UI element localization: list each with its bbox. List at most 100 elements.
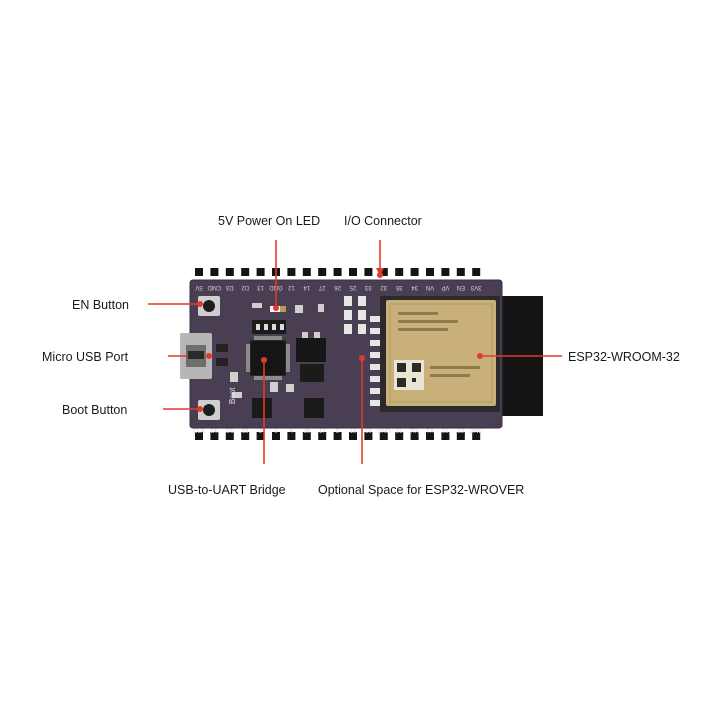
- bottom-header-pin: [441, 432, 450, 440]
- wrover-pad: [358, 324, 366, 334]
- bottom-pin-label: 15: [242, 429, 249, 435]
- usb-uart-bridge-chip: [250, 340, 286, 376]
- top-pin-label: 27: [318, 284, 325, 290]
- bottom-header-pin: [410, 432, 419, 440]
- bottom-header-pin: [472, 432, 481, 440]
- label-module: ESP32-WROOM-32: [568, 350, 680, 364]
- label-micro-usb: Micro USB Port: [42, 350, 129, 364]
- top-pin-label: D3: [225, 284, 233, 290]
- bottom-pin-label: 22: [442, 429, 449, 435]
- bottom-pin-label: 21: [396, 429, 403, 435]
- bottom-header-pin: [256, 432, 265, 440]
- boot-silk-label: Boot: [228, 387, 237, 404]
- bottom-pin-label: RX: [410, 429, 418, 435]
- top-pin-label: 3V3: [470, 284, 481, 290]
- bottom-pin-label: CLK: [193, 429, 205, 435]
- bottom-pin-label: 16: [303, 429, 310, 435]
- top-pin-label: VN: [426, 284, 434, 290]
- pointer-io-arrow: [376, 268, 384, 276]
- bottom-header-pin: [395, 432, 404, 440]
- top-pin-label: 34: [411, 284, 418, 290]
- top-header-pin: [318, 268, 327, 276]
- top-header-pin: [241, 268, 250, 276]
- top-header-pin: [456, 268, 465, 276]
- wrover-pad: [344, 310, 352, 320]
- voltage-regulator: [296, 338, 326, 362]
- top-pin-label: 26: [334, 284, 341, 290]
- optional-wrover-pads: [344, 296, 380, 406]
- wrover-pad: [370, 364, 380, 370]
- wrover-pad: [344, 324, 352, 334]
- top-header-pin: [210, 268, 219, 276]
- top-pin-label: CMD: [207, 284, 221, 290]
- bottom-pin-label: 17: [319, 429, 326, 435]
- top-header-pin: [287, 268, 296, 276]
- bottom-pin-label: TX: [426, 429, 434, 435]
- top-pin-label: 33: [364, 284, 371, 290]
- bottom-pin-label: 23: [457, 429, 464, 435]
- bottom-header-pin: [210, 432, 219, 440]
- label-uart-bridge: USB-to-UART Bridge: [168, 483, 286, 497]
- bottom-pin-label: GND: [377, 429, 391, 435]
- bottom-header-pin: [287, 432, 296, 440]
- label-boot-button: Boot Button: [62, 403, 128, 417]
- wrover-pad: [370, 328, 380, 334]
- top-pin-label: 13: [257, 284, 264, 290]
- top-pin-label: EN: [457, 284, 465, 290]
- label-en-button: EN Button: [72, 298, 129, 312]
- wrover-pad: [370, 400, 380, 406]
- top-pin-label: 25: [349, 284, 356, 290]
- wrover-pad: [358, 296, 366, 306]
- label-io-connector: I/O Connector: [344, 214, 422, 228]
- top-header-pin: [349, 268, 357, 276]
- bottom-pin-label: GND: [470, 429, 484, 435]
- bottom-pin-label: 4: [290, 429, 294, 435]
- top-pin-label: 35: [395, 284, 402, 290]
- bottom-header-pin: [333, 432, 342, 440]
- bottom-pin-label: 18: [350, 429, 357, 435]
- top-header-pin: [472, 268, 481, 276]
- wrover-pad: [370, 388, 380, 394]
- top-header-pin: [441, 268, 450, 276]
- bottom-header-pin: [349, 432, 357, 440]
- top-pin-label: 5V: [195, 284, 202, 290]
- bottom-header-pin: [318, 432, 327, 440]
- top-header-pin: [333, 268, 342, 276]
- bottom-header-pins: [195, 432, 481, 440]
- top-header-pin: [256, 268, 265, 276]
- wrover-pad: [370, 376, 380, 382]
- top-header-pins: [195, 268, 481, 276]
- bottom-pin-label: D1: [226, 429, 234, 435]
- bottom-header-pin: [364, 432, 373, 440]
- bottom-pin-label: 2: [259, 429, 263, 435]
- top-header-pin: [410, 268, 419, 276]
- wrover-pad: [370, 352, 380, 358]
- bottom-header-pin: [225, 432, 234, 440]
- bottom-pin-label: D0: [211, 429, 219, 435]
- bottom-header-pin: [426, 432, 434, 440]
- module-shield: [386, 300, 496, 406]
- top-header-pin: [426, 268, 434, 276]
- bottom-header-pin: [272, 432, 280, 440]
- top-header-pin: [395, 268, 404, 276]
- bottom-pin-label: 19: [365, 429, 372, 435]
- top-pin-label: D2: [241, 284, 249, 290]
- bottom-header-pin: [241, 432, 250, 440]
- top-header-pin: [225, 268, 234, 276]
- top-header-pin: [379, 268, 388, 276]
- top-pin-label: 12: [287, 284, 294, 290]
- top-pin-label: 14: [303, 284, 310, 290]
- wrover-pad: [358, 310, 366, 320]
- bottom-header-pin: [302, 432, 311, 440]
- top-header-pin: [195, 268, 203, 276]
- top-pin-label: VP: [441, 284, 449, 290]
- label-power-led: 5V Power On LED: [218, 214, 321, 228]
- label-optional-space: Optional Space for ESP32-WROVER: [318, 483, 525, 497]
- top-header-pin: [302, 268, 311, 276]
- top-pin-label: 32: [380, 284, 387, 290]
- bottom-header-pin: [195, 432, 203, 440]
- bottom-pin-label: 5: [336, 429, 340, 435]
- bottom-header-pin: [456, 432, 465, 440]
